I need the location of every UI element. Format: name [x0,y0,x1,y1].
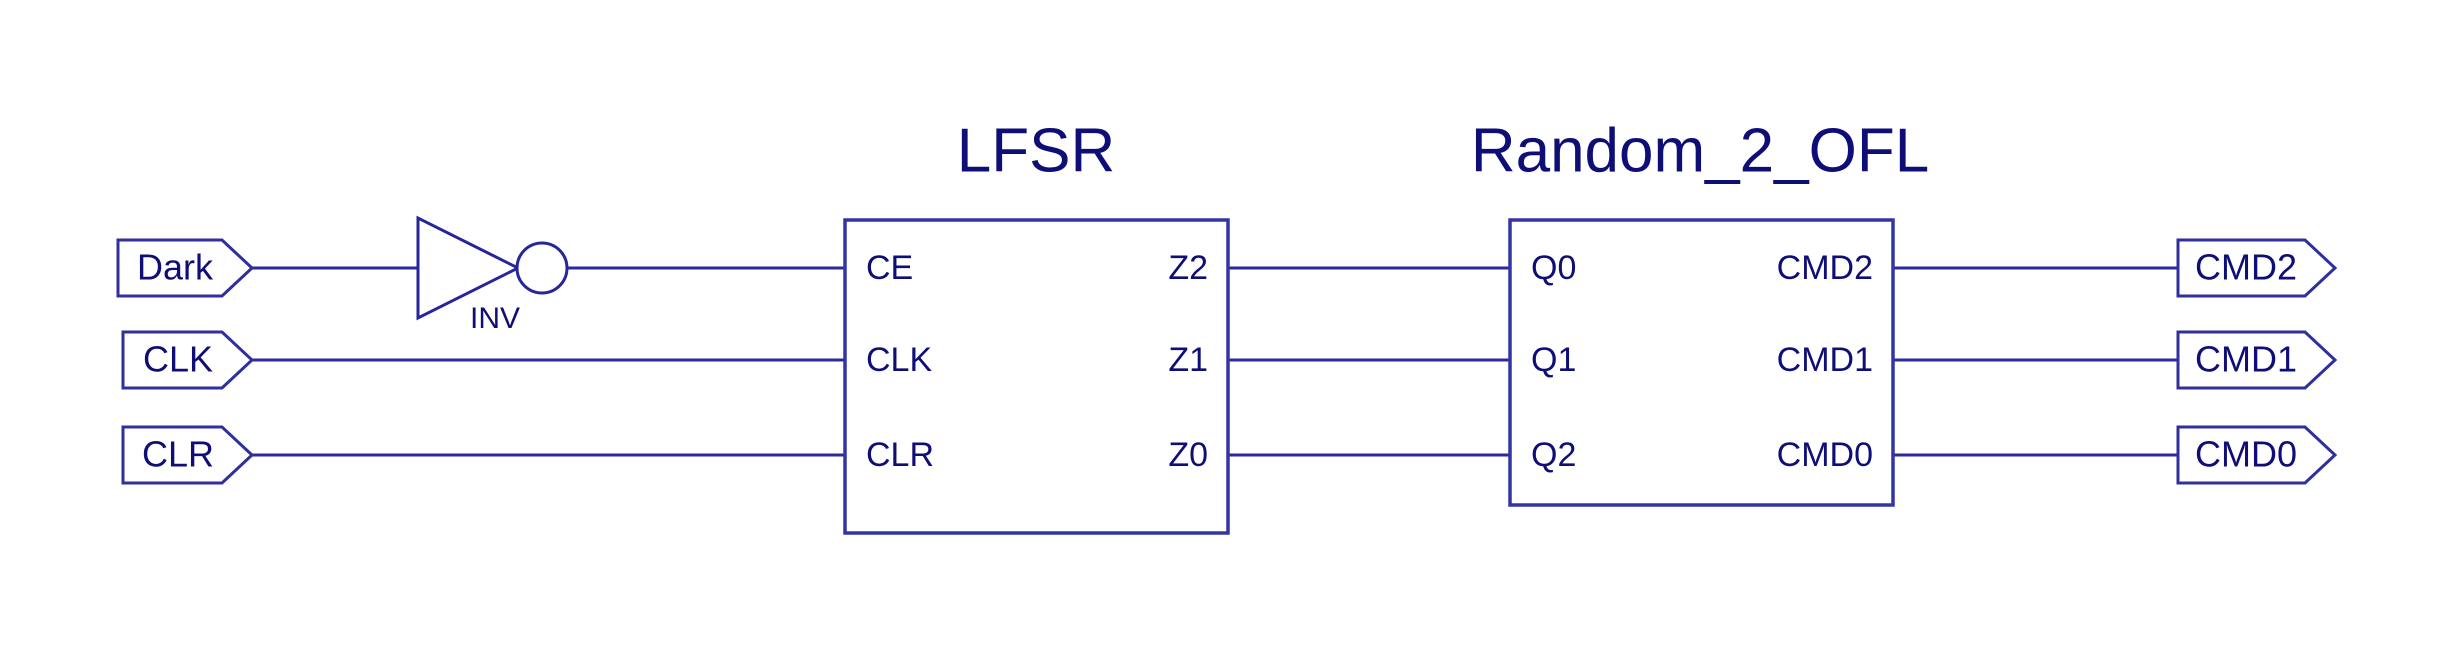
inverter-gate[interactable]: INV [416,215,569,335]
input-port-dark[interactable]: Dark [116,238,255,298]
input-port-clk-label: CLK [143,339,213,380]
output-port-cmd2[interactable]: CMD2 [2176,238,2338,298]
block-random-2-ofl-pin-cmd1: CMD1 [1777,341,1873,379]
block-random-2-ofl[interactable]: Random_2_OFL Q0 Q1 Q2 CMD2 CMD1 CMD0 [1471,116,1929,507]
output-port-cmd0[interactable]: CMD0 [2176,425,2338,485]
inverter-gate-label: INV [470,302,520,335]
block-lfsr-pin-ce: CE [866,249,913,287]
block-random-2-ofl-pin-q2: Q2 [1531,436,1576,474]
input-port-dark-label: Dark [137,247,214,288]
block-random-2-ofl-pin-q0: Q0 [1531,249,1576,287]
output-port-cmd0-label: CMD0 [2195,434,2297,475]
block-lfsr-pin-z0: Z0 [1168,436,1208,474]
input-port-clk[interactable]: CLK [121,330,255,390]
block-random-2-ofl-title: Random_2_OFL [1471,116,1929,185]
block-lfsr-title: LFSR [957,116,1115,185]
block-random-2-ofl-pin-q1: Q1 [1531,341,1576,379]
block-lfsr-pin-z2: Z2 [1168,249,1208,287]
output-port-cmd2-label: CMD2 [2195,247,2297,288]
output-port-cmd1[interactable]: CMD1 [2176,330,2338,390]
block-random-2-ofl-pin-cmd2: CMD2 [1777,249,1873,287]
input-port-clr[interactable]: CLR [121,425,255,485]
block-lfsr-pin-clk: CLK [866,341,932,379]
block-lfsr[interactable]: LFSR CE CLK CLR Z2 Z1 Z0 [843,116,1230,535]
output-port-cmd1-label: CMD1 [2195,339,2297,380]
block-lfsr-pin-z1: Z1 [1168,341,1208,379]
input-port-clr-label: CLR [142,434,214,475]
block-lfsr-pin-clr: CLR [866,436,934,474]
block-random-2-ofl-pin-cmd0: CMD0 [1777,436,1873,474]
